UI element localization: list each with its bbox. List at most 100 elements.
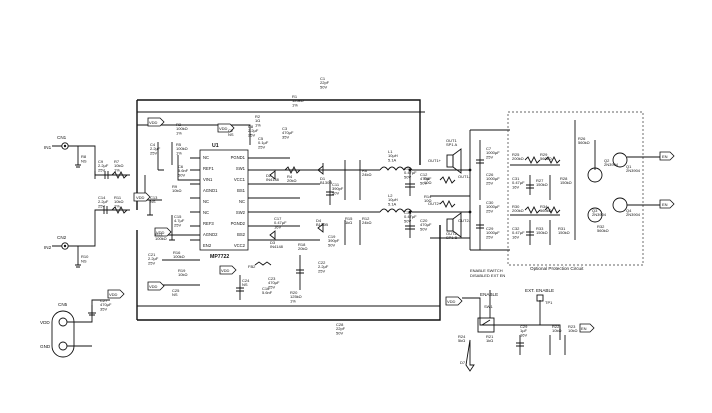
ic-left-pin: AGND2 [203,232,218,237]
vdd-tag-g-text: VDD [109,292,118,297]
en-tag-switch-text: EN [581,326,587,331]
ic-right-pin: BS1 [237,188,246,193]
ext-enable-label: EXT. ENABLE [525,288,554,293]
vdd-tag-b-text: VDD [219,126,228,131]
en-tag-bottom [659,199,675,209]
ic-right-pin: VCC1 [234,177,246,182]
en-tag-bottom-text: EN [662,202,668,207]
vdd-tag-d [154,227,172,237]
ic-part: MP7722 [210,254,229,260]
ic-right-pin: VCC2 [234,243,246,248]
ic-left-pin: REF3 [203,221,214,226]
cn2-label: CN2 [57,235,67,240]
ic-right-pin: NC [239,199,245,204]
vdd-tag-f [219,265,237,275]
cn5-label: CN5 [58,302,68,307]
input2-connector[interactable] [61,242,69,250]
in2-label: IN2 [44,245,52,250]
speaker-out1 [446,148,462,174]
vdd-tag-e-text: VDD [149,284,158,289]
vdd-tag-e [147,281,165,291]
vdd-tag-c [133,192,151,202]
ic-right-pin: PGND1 [231,155,246,160]
component-label-out2p: OUT2+ [428,201,442,206]
vdd-tag-f-text: VDD [221,268,230,273]
component-label-out1m: OUT1- [458,174,471,179]
in1-label: IN1 [44,145,52,150]
cn5-vdd-label: VDD [40,320,50,325]
cn5-gnd-label: GND [40,344,51,349]
vdd-tag-h [445,296,463,306]
transistor-q3 [587,207,603,223]
ic-left-pin: NC [203,210,209,215]
speaker-out2 [446,212,462,238]
en-tag-top [659,151,675,161]
ic-left-pin: EN2 [203,243,212,248]
enable-switch-text: ENABLE SWITCH [470,268,503,273]
cn1-label: CN1 [57,135,67,140]
ic-left-pin: NC [203,155,209,160]
sw1-switch[interactable] [477,317,495,333]
transistor-q1 [612,152,628,168]
en-tag-top-text: EN [662,154,668,159]
ic-u1 [199,149,249,251]
ic-left-pin: VIN1 [203,177,213,182]
cn5-connector[interactable] [51,310,75,358]
vdd-tag-h-text: VDD [447,299,456,304]
protection-label: Optional Protection Circuit [530,266,584,271]
input1-connector[interactable] [61,142,69,150]
transistor-q4 [612,197,628,213]
vdd-tag-g [107,289,125,299]
vdd-tag-a-text: VDD [149,120,158,125]
